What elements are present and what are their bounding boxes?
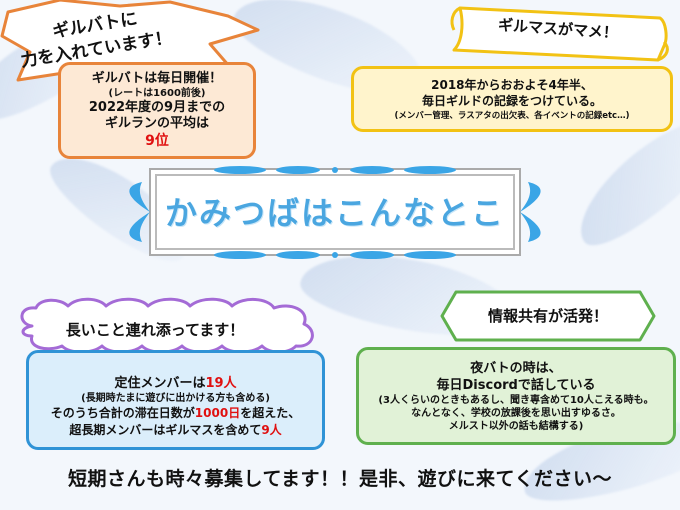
orange-line-5: 9位 xyxy=(145,133,169,149)
hexagon-heading: 情報共有が活発！ xyxy=(487,307,608,325)
green-line-2: 毎日Discordで話している xyxy=(436,378,596,393)
yellow-line-2: 毎日ギルドの記録をつけている。 xyxy=(421,94,602,108)
page-title: かみつばはこんなとこ xyxy=(164,194,505,232)
resident-members-label: 定住メンバーは xyxy=(114,376,206,391)
discord-info-box: 夜バトの時は、 毎日Discordで話している (3人くらいのときもあるし、聞き… xyxy=(356,347,676,445)
guild-battle-info-box: ギルバトは毎日開催！ (レートは1600前後) 2022年度の9月までの ギルラ… xyxy=(58,62,256,159)
purple-cloud-shape xyxy=(20,297,314,354)
stay-days-label: そのうち合計の滞在日数が xyxy=(50,406,195,420)
green-line-1: 夜バトの時は、 xyxy=(470,361,562,376)
yellow-ribbon-shape xyxy=(450,6,669,62)
orange-line-3: 2022年度の9月までの xyxy=(88,100,226,115)
blue-line-4: 超長期メンバーはギルマスを含めて9人 xyxy=(29,422,322,439)
stay-days-value: 1000日 xyxy=(194,406,241,420)
green-line-3: (3人くらいのときもあるし、聞き専含めて10人こえる時も。 xyxy=(378,395,654,406)
yellow-line-3: (メンバー管理、ラスアタの出欠表、各イベントの記録etc…) xyxy=(394,111,630,121)
members-info-box: 定住メンバーは19人 (長期時たまに遊びに出かける方も含める) そのうち合計の滞… xyxy=(26,350,325,450)
orange-line-2: (レートは1600前後) xyxy=(108,88,206,99)
title-ornament xyxy=(129,166,541,259)
green-line-5: メルスト以外の話も結構する) xyxy=(448,421,584,432)
stay-days-suffix: を超えた、 xyxy=(240,406,301,420)
blue-line-3: そのうち合計の滞在日数が1000日を超えた、 xyxy=(29,405,322,422)
blue-line-1: 定住メンバーは19人 xyxy=(29,375,322,392)
green-hexagon-shape xyxy=(440,290,656,342)
orange-line-1: ギルバトは毎日開催！ xyxy=(91,71,223,86)
guild-master-info-box: 2018年からおおよそ4年半、 毎日ギルドの記録をつけている。 (メンバー管理、… xyxy=(351,66,673,132)
cloud-heading: 長いこと連れ添ってます！ xyxy=(65,321,245,339)
green-line-4: なんとなく、学校の放課後を思い出すゆるさ。 xyxy=(411,408,621,419)
blue-line-2: (長期時たまに遊びに出かける方も含める) xyxy=(81,393,270,404)
long-term-count: 9人 xyxy=(261,423,282,437)
orange-line-4: ギルランの平均は xyxy=(104,116,209,131)
yellow-line-1: 2018年からおおよそ4年半、 xyxy=(431,78,593,92)
long-term-label: 超長期メンバーはギルマスを含めて xyxy=(69,423,262,437)
resident-members-count: 19人 xyxy=(205,376,237,391)
recruitment-footer: 短期さんも時々募集してます！！是非、遊びに来てください～ xyxy=(68,468,612,490)
